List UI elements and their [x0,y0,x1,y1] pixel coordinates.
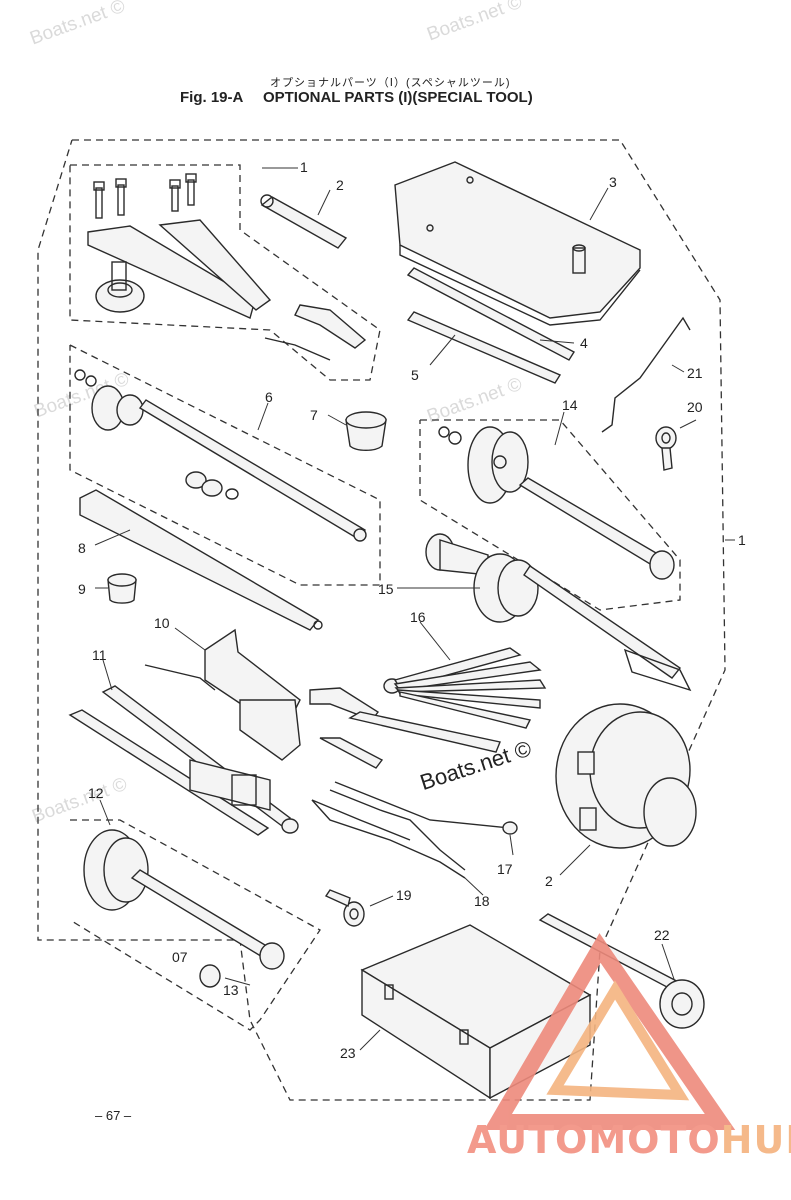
part-22-shaft [538,913,705,1029]
part-8-bar [79,489,323,631]
leader-lines [94,167,735,1051]
callout-8: 8 [78,540,86,556]
callout-22: 22 [654,927,670,943]
group-12-boundary [69,819,321,1031]
callout-3: 3 [609,174,617,190]
part-21-hook [601,316,691,433]
callout-17: 17 [497,861,513,877]
callout-11: 11 [92,647,107,663]
part-12-puller [83,829,285,988]
callout-5: 5 [411,367,419,383]
callout-13: 13 [223,982,239,998]
part-19-eye-bolt [324,889,365,927]
callout-20: 20 [687,399,703,415]
group-6-boundary [69,344,381,586]
callout-19: 19 [396,887,412,903]
callout-4: 4 [580,335,588,351]
part-7-cap [345,411,387,452]
figure-caption: OPTIONAL PARTS (I)(SPECIAL TOOL) [262,89,533,106]
callout-14: 14 [562,397,578,413]
callout-6: 6 [265,389,273,405]
brand-auto: AUTO [467,1118,589,1162]
part-4-shaft [406,267,575,361]
figure-title: Fig. 19-A OPTIONAL PARTS (I)(SPECIAL TOO… [180,89,533,106]
callout-15: 15 [378,581,394,597]
part-5-shaft [406,311,562,384]
page-number: – 67 – [95,1108,132,1123]
part-17-pliers [311,781,518,841]
part-18-snap-ring-pliers [311,789,466,879]
part-16-feeler-gauge [348,647,547,753]
part-2-rod [260,194,348,249]
callout-23: 23 [340,1045,356,1061]
brand-moto: MOTO [588,1118,721,1162]
part-20-eye-bolt [655,426,677,471]
callout-2: 2 [336,177,344,193]
callout-2-lower: 2 [545,873,553,889]
annotation-07: 07 [172,949,188,965]
callout-7: 7 [310,407,318,423]
callout-9: 9 [78,581,86,597]
group-1-boundary [69,164,381,381]
part-14-puller [438,426,675,580]
part-15-driver [425,533,692,692]
brand-hub: HUB [720,1118,791,1162]
callout-1: 1 [300,159,308,175]
automotohub-logo-text: AUTOMOTOHUB [467,1118,791,1162]
callout-12: 12 [88,785,104,801]
part-6-puller [74,369,367,542]
automotohub-logo-mark [484,933,736,1130]
figure-title-japanese: オプショナルパーツ（Ⅰ）(スペシャルツール) [270,77,511,89]
group-14-boundary [419,419,681,611]
figure-number: Fig. 19-A [180,89,243,106]
callout-16: 16 [410,609,426,625]
part-9-cup [107,573,137,604]
part-2-ring-holder [555,703,697,849]
callout-10: 10 [154,615,170,631]
callout-21: 21 [687,365,703,381]
callout-18: 18 [474,893,490,909]
part-1-special-tool-set [87,173,367,361]
callout-1-right: 1 [738,532,746,548]
part-12-clamp [189,759,299,834]
part-3-base-plate [394,161,641,326]
